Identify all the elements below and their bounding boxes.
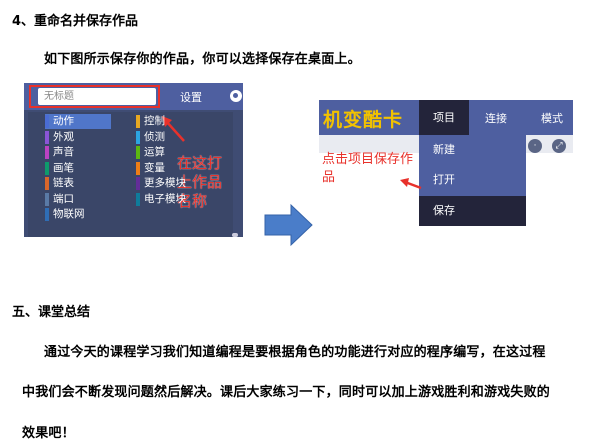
annotation-line-1: 在这打 — [177, 154, 223, 172]
summary-line-3: 效果吧！ — [22, 426, 75, 441]
category-color-swatch — [136, 161, 140, 175]
project-dropdown: 新建 打开 保存 — [419, 135, 526, 226]
category-label: 链表 — [53, 177, 74, 189]
small-circle-icon[interactable]: · — [528, 139, 542, 153]
category-color-swatch — [136, 115, 140, 128]
category-color-swatch — [45, 161, 49, 175]
category-label: 画笔 — [53, 161, 74, 174]
category-right-0[interactable]: 控制 — [136, 114, 204, 129]
menu-item-save[interactable]: 保存 — [419, 196, 526, 226]
category-color-swatch — [45, 115, 49, 128]
category-color-swatch — [45, 146, 49, 159]
intro-paragraph: 如下图所示保存你的作品，你可以选择保存在桌面上。 — [44, 52, 361, 67]
fullscreen-icon[interactable]: ⤢ — [552, 139, 566, 153]
menu-item-new[interactable]: 新建 — [433, 143, 455, 156]
category-label: 侦测 — [144, 130, 165, 143]
section-heading-summary: 五、课堂总结 — [12, 305, 91, 320]
category-label: 端口 — [53, 192, 74, 205]
red-arrow-icon — [162, 116, 185, 142]
category-label: 电子模块 — [144, 192, 186, 205]
globe-icon[interactable] — [230, 90, 242, 102]
category-color-swatch — [45, 208, 49, 221]
category-label: 物联网 — [53, 208, 85, 220]
annotation-line-3: 名称 — [177, 192, 208, 210]
category-label: 声音 — [53, 146, 74, 158]
category-label: 控制 — [144, 115, 165, 127]
category-left-3[interactable]: 画笔 — [45, 161, 113, 176]
menu-connect[interactable]: 连接 — [485, 112, 507, 125]
section-heading-rename-save: 4、重命名并保存作品 — [12, 14, 139, 29]
menu-mode[interactable]: 模式 — [541, 112, 563, 125]
category-color-swatch — [45, 177, 49, 190]
category-color-swatch — [136, 146, 140, 159]
category-color-swatch — [136, 130, 140, 144]
category-right-3[interactable]: 变量 — [136, 161, 204, 176]
category-right-1[interactable]: 侦测 — [136, 130, 204, 145]
highlight-box — [29, 85, 160, 108]
block-category-panel — [28, 112, 233, 237]
save-annotation: 点击项目保存作品 — [322, 152, 414, 185]
category-right-5[interactable]: 电子模块 — [136, 192, 204, 207]
category-label: 变量 — [144, 161, 165, 174]
menu-project[interactable]: 项目 — [419, 100, 469, 135]
category-left-0[interactable]: 动作 — [45, 114, 111, 129]
category-color-swatch — [45, 192, 49, 206]
category-right-4[interactable]: 更多模块 — [136, 176, 204, 191]
category-color-swatch — [136, 177, 140, 190]
category-color-swatch — [136, 192, 140, 206]
right-arrow-icon — [264, 203, 313, 247]
category-label: 动作 — [53, 115, 74, 127]
category-left-2[interactable]: 声音 — [45, 145, 113, 160]
summary-line-2: 中我们会不断发现问题然后解决。课后大家练习一下，同时可以加上游戏胜利和游戏失败的 — [22, 385, 551, 400]
scrollbar[interactable] — [232, 233, 238, 237]
editor-screenshot-title: 无标题 设置 在这打 上作品 名称 动作外观声音画笔链表端口物联网 控制侦测运算变… — [24, 83, 243, 237]
project-title-input[interactable]: 无标题 — [38, 88, 156, 105]
category-left-1[interactable]: 外观 — [45, 130, 113, 145]
category-label: 更多模块 — [144, 177, 186, 189]
menu-item-open[interactable]: 打开 — [433, 173, 455, 186]
category-right-2[interactable]: 运算 — [136, 145, 204, 160]
summary-line-1: 通过今天的课程学习我们知道编程是要根据角色的功能进行对应的程序编写，在这过程 — [44, 345, 546, 360]
category-left-5[interactable]: 端口 — [45, 192, 113, 207]
category-left-6[interactable]: 物联网 — [45, 207, 113, 222]
category-label: 运算 — [144, 146, 165, 158]
red-arrow-icon — [400, 178, 422, 190]
settings-menu[interactable]: 设置 — [180, 91, 202, 104]
category-color-swatch — [45, 130, 49, 144]
annotation-line-2: 上作品 — [177, 173, 223, 191]
app-brand: 机变酷卡 — [323, 109, 404, 131]
editor-screenshot-menu: 机变酷卡 项目 连接 模式 · ⤢ 新建 打开 保存 点击项目保存作品 — [319, 100, 573, 226]
category-label: 外观 — [53, 130, 74, 143]
category-left-4[interactable]: 链表 — [45, 176, 113, 191]
